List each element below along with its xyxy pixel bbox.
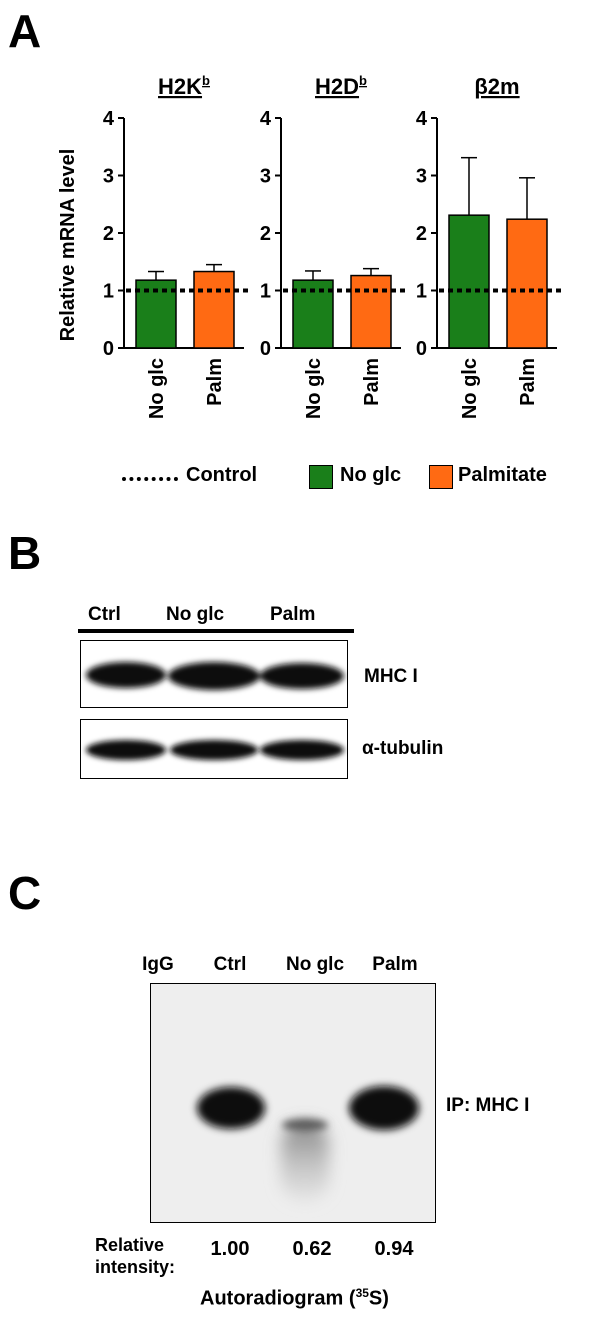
caption-superscript: 35 — [355, 1286, 369, 1300]
chart-1-y-tick-label: 3 — [260, 166, 271, 188]
blot-b-band-mhc-label: MHC I — [364, 666, 418, 687]
chart-2-y-tick-label: 0 — [416, 338, 427, 360]
chart-0-category-label-0: No glc — [146, 358, 168, 419]
chart-1-title: H2Db — [315, 73, 367, 99]
legend: Control No glc Palmitate — [0, 460, 600, 496]
legend-control-swatch — [122, 477, 178, 481]
legend-no-glc-swatch — [309, 465, 333, 489]
legend-palm-swatch — [429, 465, 453, 489]
chart-2-title: β2m — [474, 74, 519, 99]
chart-0-title: H2Kb — [158, 73, 210, 99]
chart-1-category-label-1: Palm — [361, 358, 383, 406]
blot-b-lane-no-glc: No glc — [166, 604, 225, 625]
chart-2-y-tick-label: 4 — [416, 108, 428, 130]
chart-0-category-label-1: Palm — [204, 358, 226, 406]
blot-c-autoradiogram-image — [150, 983, 436, 1223]
y-axis-label: Relative mRNA level — [57, 149, 79, 342]
caption-main: Autoradiogram ( — [200, 1287, 356, 1310]
blot-b-tubulin-band-image — [80, 719, 348, 779]
chart-2-category-label-0: No glc — [459, 358, 481, 419]
chart-2-bar-0 — [448, 214, 490, 349]
legend-palm-label: Palmitate — [458, 464, 547, 486]
blot-c-band-label: IP: MHC I — [446, 1095, 530, 1116]
intensity-label-line-1: Relative — [95, 1235, 165, 1255]
chart-2-category-label-1: Palm — [517, 358, 539, 406]
blot-c-lane-no-glc: No glc — [285, 954, 345, 975]
blot-c-lane-palm: Palm — [372, 954, 418, 975]
panel-label-c: C — [8, 867, 42, 919]
legend-no-glc-label: No glc — [340, 464, 402, 486]
blot-c-lane-igg: IgG — [142, 954, 174, 975]
chart-1-y-tick-label: 1 — [260, 281, 271, 303]
chart-0-y-tick-label: 2 — [103, 223, 114, 245]
panel-a-bar-charts: Relative mRNA level H2Kb 0 1 2 3 4 No glc Palm H… — [57, 73, 565, 419]
autoradiogram-caption: Autoradiogram (35S) — [200, 1286, 389, 1311]
chart-1-bar-1 — [350, 274, 392, 349]
chart-1-y-tick-label: 0 — [260, 338, 271, 360]
caption-end: S) — [368, 1287, 389, 1310]
chart-1-y-tick-label: 4 — [260, 108, 272, 130]
intensity-ctrl: 1.00 — [210, 1238, 250, 1260]
intensity-label-line-2: intensity: — [95, 1257, 176, 1277]
intensity-palm: 0.94 — [374, 1238, 414, 1260]
chart-0-bar-1 — [193, 270, 235, 349]
chart-2-y-tick-label: 2 — [416, 223, 427, 245]
panel-label-a: A — [8, 5, 42, 57]
blot-b-band-tubulin-label: α-tubulin — [362, 738, 444, 759]
chart-0-y-tick-label: 1 — [103, 281, 114, 303]
chart-1-y-tick-label: 2 — [260, 223, 271, 245]
chart-2-bar-1 — [506, 218, 548, 349]
chart-1-category-label-0: No glc — [303, 358, 325, 419]
chart-2-y-tick-label: 3 — [416, 166, 427, 188]
chart-0-y-tick-label: 3 — [103, 166, 114, 188]
chart-0-y-tick-label: 4 — [103, 108, 115, 130]
blot-c-lane-ctrl: Ctrl — [213, 954, 247, 975]
panel-label-b: B — [8, 527, 42, 579]
chart-0-y-tick-label: 0 — [103, 338, 114, 360]
blot-b-mhc-band-image — [80, 640, 348, 708]
blot-b-lane-ctrl: Ctrl — [88, 604, 121, 625]
chart-2-y-tick-label: 1 — [416, 281, 427, 303]
intensity-no-glc: 0.62 — [292, 1238, 332, 1260]
blot-b-lane-palm: Palm — [270, 604, 316, 625]
legend-control-label: Control — [186, 464, 258, 486]
blot-b-header-line — [78, 629, 354, 633]
